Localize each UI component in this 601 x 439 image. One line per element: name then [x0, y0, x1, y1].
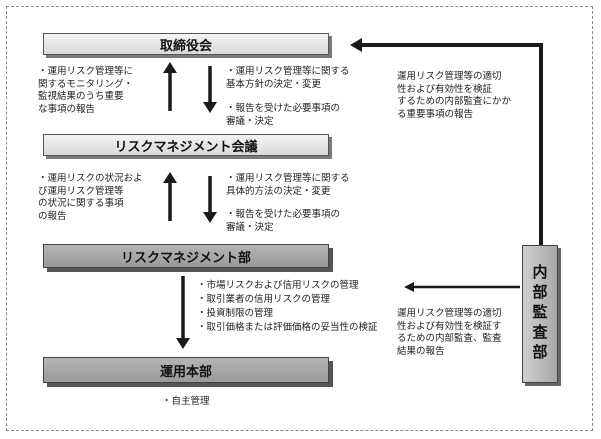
note-audit-to-department: 運用リスク管理等の適切 性および有効性を検証す るための内部監査、監査 結果の報… [397, 308, 523, 358]
note-left-1-line: 関するモニタリング・ [38, 78, 134, 90]
note-right-2a: ・運用リスク管理等に関する 具体的方法の決定・変更 [226, 173, 366, 198]
arrowhead-up-committee [163, 172, 177, 183]
note-right-2b-line: 審議・決定 [226, 221, 274, 233]
operations-task-text: ・自主管理 [162, 396, 210, 407]
note-left-1-line: 監視結果のうち重要 [38, 91, 124, 102]
arrowhead-down-department [203, 212, 217, 223]
department-task-list: ・市場リスクおよび信用リスクの管理 ・取引業者の信用リスクの管理 ・投資制限の管… [197, 279, 397, 335]
arrowhead-left-department [404, 282, 414, 292]
operations-label: 運用本部 [159, 364, 212, 380]
arrowhead-down-committee [203, 102, 217, 113]
note-right-1a-line: ・運用リスク管理等に関する [226, 66, 350, 77]
department-task: ・投資制限の管理 [197, 308, 274, 319]
operations-task: ・自主管理 [162, 396, 210, 409]
department-task: ・取引業者の信用リスクの管理 [197, 294, 331, 305]
note-left-2-line: の報告 [38, 210, 67, 222]
board-box: 取締役会 [43, 33, 329, 55]
note-left-2-line: の状況に関する事項 [38, 198, 124, 209]
board-label: 取締役会 [159, 38, 212, 54]
note-right-2b: ・報告を受けた必要事項の 審議・決定 [226, 209, 366, 234]
arrowhead-up-board [163, 62, 177, 73]
operations-box: 運用本部 [43, 357, 329, 383]
note-left-2-line: び運用リスク管理等 [38, 185, 124, 197]
note-right-1a: ・運用リスク管理等に関する 基本方針の決定・変更 [226, 66, 366, 91]
note-left-1-line: な事項の報告 [38, 103, 96, 115]
note-audit-to-board-line: 性および有効性を検証 [397, 83, 493, 95]
note-right-2a-line: ・運用リスク管理等に関する [226, 173, 350, 184]
note-audit-to-department-line: 運用リスク管理等の適切 [397, 308, 502, 319]
note-right-1a-line: 基本方針の決定・変更 [226, 78, 322, 90]
arrowhead-left-board [350, 38, 362, 52]
note-right-1b-line: ・報告を受けた必要事項の [226, 103, 341, 114]
dashed-frame [6, 6, 593, 431]
note-audit-to-department-line: 性および有効性を検証す [397, 320, 502, 332]
internal-audit-label: 内部監査部 [530, 264, 549, 364]
note-audit-to-department-line: るための内部監査、監査 [397, 333, 502, 344]
note-right-1b: ・報告を受けた必要事項の 審議・決定 [226, 103, 366, 128]
note-left-1: ・運用リスク管理等に 関するモニタリング・ 監視結果のうち重要 な事項の報告 [38, 66, 160, 116]
rm-committee-label: リスクマネジメント会議 [114, 139, 258, 155]
note-audit-to-board-line: る重要事項の報告 [397, 108, 474, 120]
note-right-2a-line: 具体的方法の決定・変更 [226, 185, 331, 197]
note-audit-to-board-line: 運用リスク管理等の適切 [397, 71, 502, 82]
note-left-2: ・運用リスクの状況およ び運用リスク管理等 の状況に関する事項 の報告 [38, 173, 160, 223]
rm-department-box: リスクマネジメント部 [43, 244, 329, 268]
rm-committee-box: リスクマネジメント会議 [43, 134, 329, 156]
note-right-1b-line: 審議・決定 [226, 115, 274, 127]
department-task: ・市場リスクおよび信用リスクの管理 [197, 280, 359, 291]
note-audit-to-board-line: するための内部監査にかか [397, 96, 512, 107]
note-audit-to-board: 運用リスク管理等の適切 性および有効性を検証 するための内部監査にかか る重要事… [397, 71, 523, 121]
arrowhead-down-operations [176, 338, 190, 349]
note-left-1-line: ・運用リスク管理等に [38, 66, 134, 77]
note-right-2b-line: ・報告を受けた必要事項の [226, 209, 341, 220]
note-left-2-line: ・運用リスクの状況およ [38, 173, 143, 184]
internal-audit-box: 内部監査部 [522, 245, 558, 383]
arrow-audit-to-board [360, 43, 543, 245]
department-task: ・取引価格または評価価格の妥当性の検証 [197, 322, 378, 333]
rm-department-label: リスクマネジメント部 [120, 250, 251, 266]
note-audit-to-department-line: 結果の報告 [397, 345, 445, 357]
